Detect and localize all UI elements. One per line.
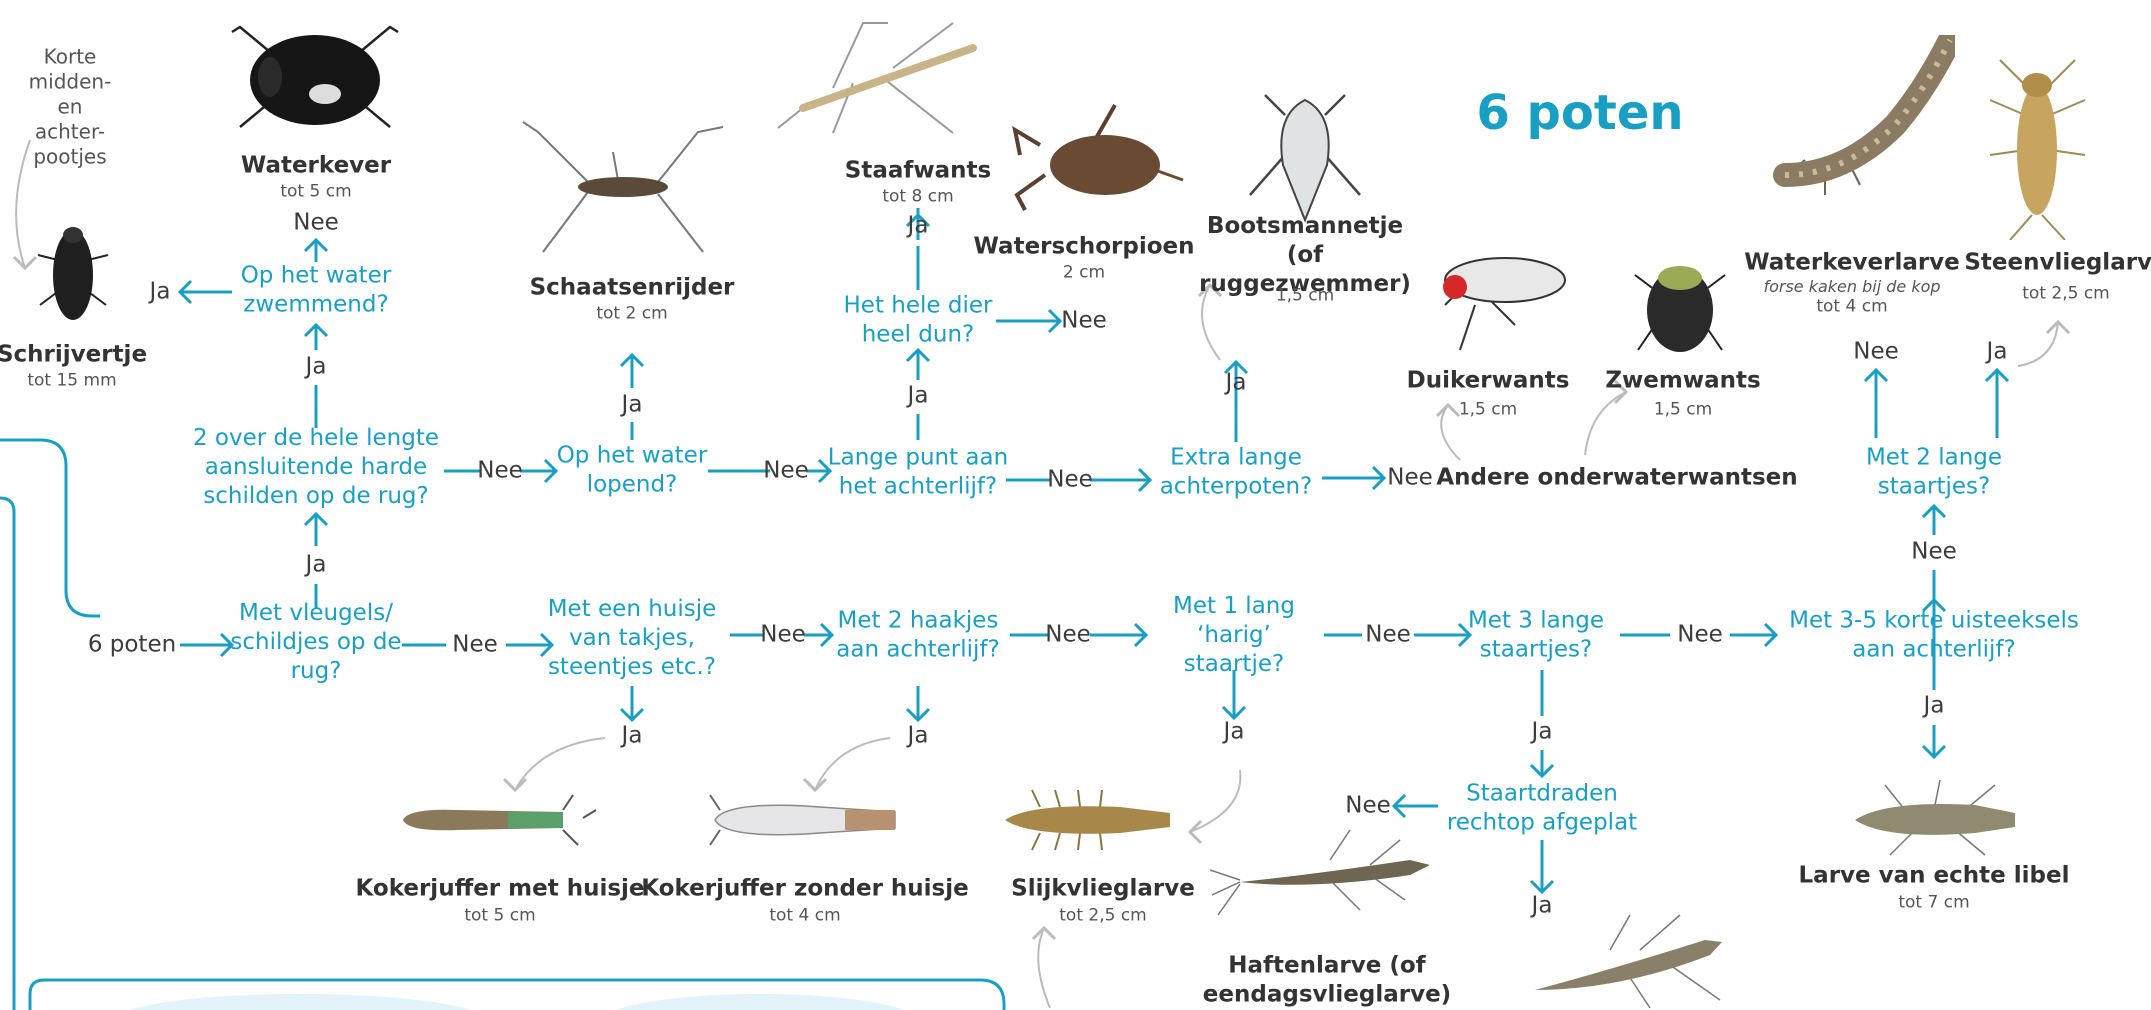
animal-name-waterkeverlarve: Waterkeverlarve — [1744, 249, 1960, 278]
answer-nee: Nee — [760, 621, 806, 650]
answer-ja: Ja — [908, 212, 929, 241]
question-vleugels: Met vleugels/ schildjes op de rug? — [226, 599, 406, 685]
question-uitsteeksels: Met 3-5 korte uisteeksels aan achterlijf… — [1784, 606, 2084, 664]
answer-nee: Nee — [1853, 338, 1899, 367]
answer-nee: Nee — [1061, 307, 1107, 336]
answer-ja: Ja — [622, 391, 643, 420]
animal-size-zwemwants: 1,5 cm — [1654, 399, 1712, 420]
start-label: 6 poten — [88, 631, 176, 660]
answer-nee: Nee — [1047, 466, 1093, 495]
larve-echte-libel-illustration — [1845, 775, 2025, 860]
answer-nee: Nee — [1387, 464, 1433, 493]
staafwants-illustration — [773, 18, 983, 138]
waterkever-illustration — [230, 12, 400, 140]
question-lange-punt: Lange punt aan het achterlijf? — [823, 443, 1013, 501]
answer-ja: Ja — [908, 382, 929, 411]
animal-size-duikerwants: 1,5 cm — [1459, 399, 1517, 420]
schrijvertje-illustration — [28, 205, 118, 325]
question-zwemmend: Op het water zwemmend? — [231, 261, 401, 319]
answer-nee: Nee — [1911, 538, 1957, 567]
answer-nee: Nee — [1345, 792, 1391, 821]
animal-size-larve-echte-libel: tot 7 cm — [1898, 892, 1969, 913]
animal-size-slijkvlieglarve: tot 2,5 cm — [1059, 905, 1146, 926]
answer-ja: Ja — [1924, 692, 1945, 721]
question-huisje: Met een huisje van takjes, steentjes etc… — [542, 595, 722, 681]
animal-name-waterkever: Waterkever — [241, 152, 391, 181]
kokerjuffer-met-huisje-illustration — [398, 790, 598, 850]
question-heel-dun: Het hele dier heel dun? — [838, 291, 998, 349]
answer-ja: Ja — [306, 551, 327, 580]
answer-nee: Nee — [452, 631, 498, 660]
answer-ja: Ja — [306, 353, 327, 382]
animal-name-haftenlarve: Haftenlarve (of eendagsvlieglarve) — [1202, 951, 1452, 1009]
animal-name-waterschorpioen: Waterschorpioen — [974, 233, 1195, 262]
waterschorpioen-illustration — [1005, 100, 1185, 230]
animal-name-steenvlieglarve: Steenvlieglarve — [1964, 249, 2151, 278]
question-staartdraden: Staartdraden rechtop afgeplat — [1442, 779, 1642, 837]
slijkvlieglarve-illustration — [1000, 785, 1175, 855]
answer-ja: Ja — [150, 278, 171, 307]
libellenlarve-illustration — [1530, 910, 1730, 1010]
answer-ja: Ja — [908, 722, 929, 751]
animal-size-steenvlieglarve: tot 2,5 cm — [2022, 283, 2109, 304]
animal-name-schrijvertje: Schrijvertje — [0, 341, 147, 370]
animal-size-kokerjuffer-zonder-huisje: tot 4 cm — [769, 905, 840, 926]
animal-name-kokerjuffer-zonder-huisje: Kokerjuffer zonder huisje — [641, 875, 968, 904]
haftenlarve-illustration — [1210, 820, 1440, 920]
question-2-staartjes: Met 2 lange staartjes? — [1859, 443, 2009, 501]
answer-nee: Nee — [477, 457, 523, 486]
question-harig: Met 1 lang ‘harig’ staartje? — [1144, 592, 1324, 678]
animal-size-waterkeverlarve: tot 4 cm — [1816, 296, 1887, 317]
question-haakjes: Met 2 haakjes aan achterlijf? — [823, 606, 1013, 664]
answer-nee: Nee — [1365, 621, 1411, 650]
animal-size-staafwants: tot 8 cm — [882, 186, 953, 207]
question-schilden: 2 over de hele lengte aansluitende harde… — [191, 424, 441, 510]
animal-name-zwemwants: Zwemwants — [1605, 367, 1760, 396]
animal-size-waterschorpioen: 2 cm — [1063, 262, 1105, 283]
animal-name-duikerwants: Duikerwants — [1407, 367, 1570, 396]
answer-ja: Ja — [1987, 338, 2008, 367]
answer-nee: Nee — [763, 457, 809, 486]
answer-ja: Ja — [1224, 718, 1245, 747]
question-3-staartjes: Met 3 lange staartjes? — [1461, 606, 1611, 664]
schaatsenrijder-illustration — [518, 112, 728, 262]
bootsmannetje-illustration — [1245, 85, 1365, 230]
steenvlieglarve-illustration — [1980, 55, 2095, 240]
animal-name-schaatsenrijder: Schaatsenrijder — [530, 274, 735, 303]
answer-ja: Ja — [1226, 369, 1247, 398]
answer-nee: Nee — [1677, 621, 1723, 650]
animal-note-waterkeverlarve: forse kaken bij de kop — [1763, 277, 1940, 297]
question-achterpoten: Extra lange achterpoten? — [1151, 443, 1321, 501]
animal-name-staafwants: Staafwants — [845, 157, 991, 186]
answer-ja: Ja — [622, 722, 643, 751]
animal-size-schrijvertje: tot 15 mm — [27, 370, 116, 391]
answer-ja: Ja — [1532, 718, 1553, 747]
animal-size-schaatsenrijder: tot 2 cm — [596, 303, 667, 324]
waterkeverlarve-illustration — [1765, 35, 1955, 210]
question-lopend: Op het water lopend? — [552, 441, 712, 499]
answer-nee: Nee — [293, 209, 339, 238]
zwemwants-illustration — [1630, 250, 1730, 360]
answer-nee: Nee — [1045, 621, 1091, 650]
annotation-short-legs: Korte midden- en achter- pootjes — [20, 45, 120, 170]
animal-name-kokerjuffer-met-huisje: Kokerjuffer met huisje — [355, 875, 644, 904]
duikerwants-illustration — [1430, 245, 1570, 355]
animal-name-slijkvlieglarve: Slijkvlieglarve — [1011, 875, 1195, 904]
animal-size-kokerjuffer-met-huisje: tot 5 cm — [464, 905, 535, 926]
animal-name-andere-onderwaterwantsen: Andere onderwaterwantsen — [1436, 464, 1797, 493]
animal-name-larve-echte-libel: Larve van echte libel — [1799, 862, 2070, 891]
animal-size-bootsmannetje: 1,5 cm — [1276, 285, 1334, 306]
page-title: 6 poten — [1476, 83, 1683, 143]
animal-size-waterkever: tot 5 cm — [280, 181, 351, 202]
kokerjuffer-zonder-huisje-illustration — [705, 790, 905, 850]
